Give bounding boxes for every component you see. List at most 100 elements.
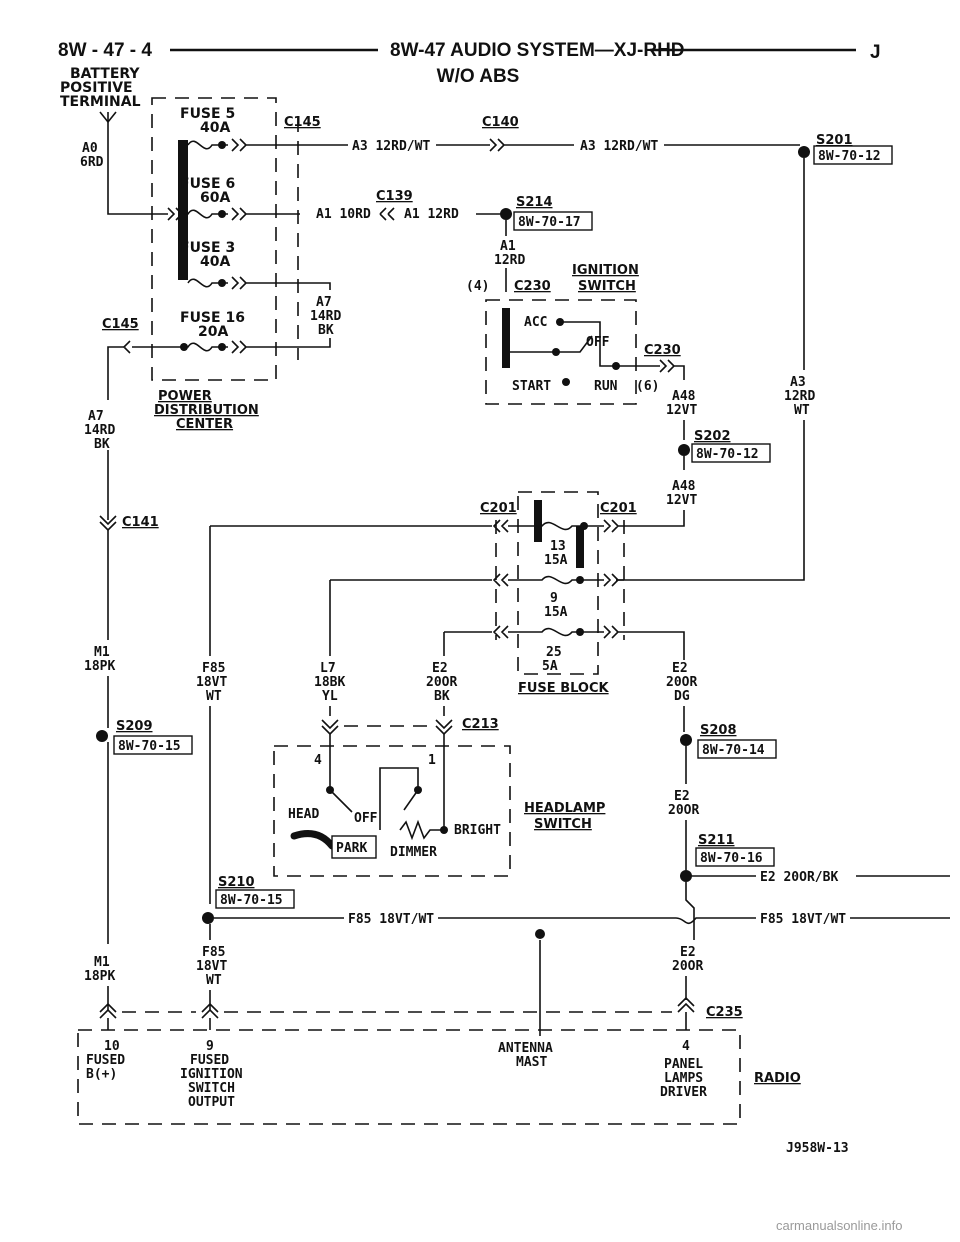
fuse5-symbol (187, 138, 300, 152)
wire-a48-to-fuse13 (624, 510, 685, 527)
s201-ref: 8W-70-12 (818, 149, 881, 164)
s201-label: S201 (816, 133, 853, 148)
fuse13-node (580, 522, 588, 530)
battery-label-2: POSITIVE (60, 80, 133, 96)
page-ref: 8W - 47 - 4 (58, 40, 152, 61)
headlamp-dimmer-resistor (399, 819, 444, 841)
fuse13-number: 13 (550, 539, 566, 554)
c230-pin-top: (4) (466, 279, 489, 294)
c213-connector-right (435, 719, 453, 736)
radio-pin9-d: OUTPUT (188, 1095, 235, 1110)
s201-splice (798, 146, 810, 158)
radio-label: RADIO (754, 1071, 801, 1086)
section-letter: J (870, 42, 881, 63)
radio-pin10: 10 (104, 1039, 120, 1054)
c213-connector-left (321, 719, 339, 736)
headlamp-inner-node (414, 786, 422, 794)
wire-e2a-tracer: BK (434, 689, 450, 704)
wire-e2c: E2 (674, 789, 690, 804)
fuse9-symbol (330, 573, 624, 587)
wire-a7b: A7 (88, 409, 104, 424)
s208-ref-box (697, 739, 777, 759)
fuse-block-label: FUSE BLOCK (518, 681, 610, 696)
fuse5-name: FUSE 5 (180, 106, 235, 122)
ignition-start: START (512, 379, 551, 394)
ignition-wiper (510, 335, 593, 353)
radio-pin4-a: PANEL (664, 1057, 703, 1072)
wire-a7-left (107, 346, 124, 400)
wire-a3-label-2: A3 12RD/WT (580, 139, 658, 154)
s201-ref-box (813, 145, 893, 165)
headlamp-bright: BRIGHT (454, 823, 501, 838)
wire-e2h: E2 20OR/BK (760, 870, 838, 885)
pdc-bus-bar (178, 140, 188, 280)
page-title: 8W-47 AUDIO SYSTEM—XJ-RHD (390, 40, 685, 61)
wire-f85h-1: F85 18VT/WT (348, 912, 434, 927)
s202-splice (678, 444, 690, 456)
wire-f85b: F85 (202, 945, 225, 960)
wire-e2d-top (685, 882, 695, 940)
s210-label: S210 (218, 875, 255, 890)
c230-label-top: C230 (514, 279, 551, 294)
fuse3-node (218, 279, 226, 287)
ignition-run-wire (599, 352, 660, 367)
fuse5-node (218, 141, 226, 149)
wire-a3-seg2 (436, 138, 574, 152)
ignition-label-1: IGNITION (572, 263, 639, 278)
radio-pin10-b: B(+) (86, 1067, 117, 1082)
c141-label: C141 (122, 515, 159, 530)
fuse5-rating: 40A (200, 120, 230, 136)
headlamp-park: PARK (336, 841, 367, 856)
s209-ref: 8W-70-15 (118, 739, 181, 754)
c230-pin-side: (6) (636, 379, 659, 394)
fuse3-symbol (187, 276, 300, 290)
wire-a0: A0 (82, 141, 98, 156)
pdc-outline (151, 97, 277, 381)
figure-id: J958W-13 (786, 1141, 849, 1156)
ignition-run: RUN (594, 379, 618, 394)
wire-f85b-color: 18VT (196, 959, 227, 974)
ignition-start-node (562, 378, 570, 386)
wire-a1-label-1: A1 10RD (316, 207, 371, 222)
s211-splice (680, 870, 692, 882)
c230-label-side: C230 (644, 343, 681, 358)
s214-ref: 8W-70-17 (518, 215, 581, 230)
wire-e2d: E2 (680, 945, 696, 960)
fuse25-node (576, 628, 584, 636)
fuse9-node (576, 576, 584, 584)
wire-a1-label-2: A1 12RD (404, 207, 459, 222)
fuse25-rating: 5A (542, 659, 558, 674)
s214-splice (500, 208, 512, 220)
radio-pin9-c: SWITCH (188, 1081, 235, 1096)
fuse-block-bar-2 (576, 526, 584, 568)
fuse13-rating: 15A (544, 553, 568, 568)
pdc-label-1: POWER (158, 389, 212, 404)
wire-a7a-color: 14RD (310, 309, 341, 324)
s208-label: S208 (700, 723, 737, 738)
wire-a1v: A1 (500, 239, 516, 254)
c139-connector (379, 207, 395, 221)
wire-m1a: M1 (94, 645, 110, 660)
page-subtitle: W/O ABS (437, 66, 520, 87)
s211-ref: 8W-70-16 (700, 851, 763, 866)
wire-a7-top (300, 282, 331, 290)
radio-antenna-2: MAST (516, 1055, 547, 1070)
ignition-outline (485, 299, 637, 405)
headlamp-label-1: HEADLAMP (524, 801, 605, 816)
fuse25-symbol (444, 625, 685, 660)
wire-a7a: A7 (316, 295, 332, 310)
c213-label: C213 (462, 717, 499, 732)
c235-pin9 (201, 1002, 219, 1019)
c235-label: C235 (706, 1005, 743, 1020)
s209-label: S209 (116, 719, 153, 734)
fuse13-symbol (210, 519, 624, 533)
ignition-label-2: SWITCH (578, 279, 636, 294)
headlamp-outline (273, 745, 511, 877)
c201-label-left: C201 (480, 501, 517, 516)
fuse6-rating: 60A (200, 190, 230, 206)
wire-e2b: E2 (672, 661, 688, 676)
watermark: carmanualsonline.info (776, 1218, 902, 1233)
s202-ref: 8W-70-12 (696, 447, 759, 462)
battery-label-1: BATTERY (70, 66, 140, 82)
